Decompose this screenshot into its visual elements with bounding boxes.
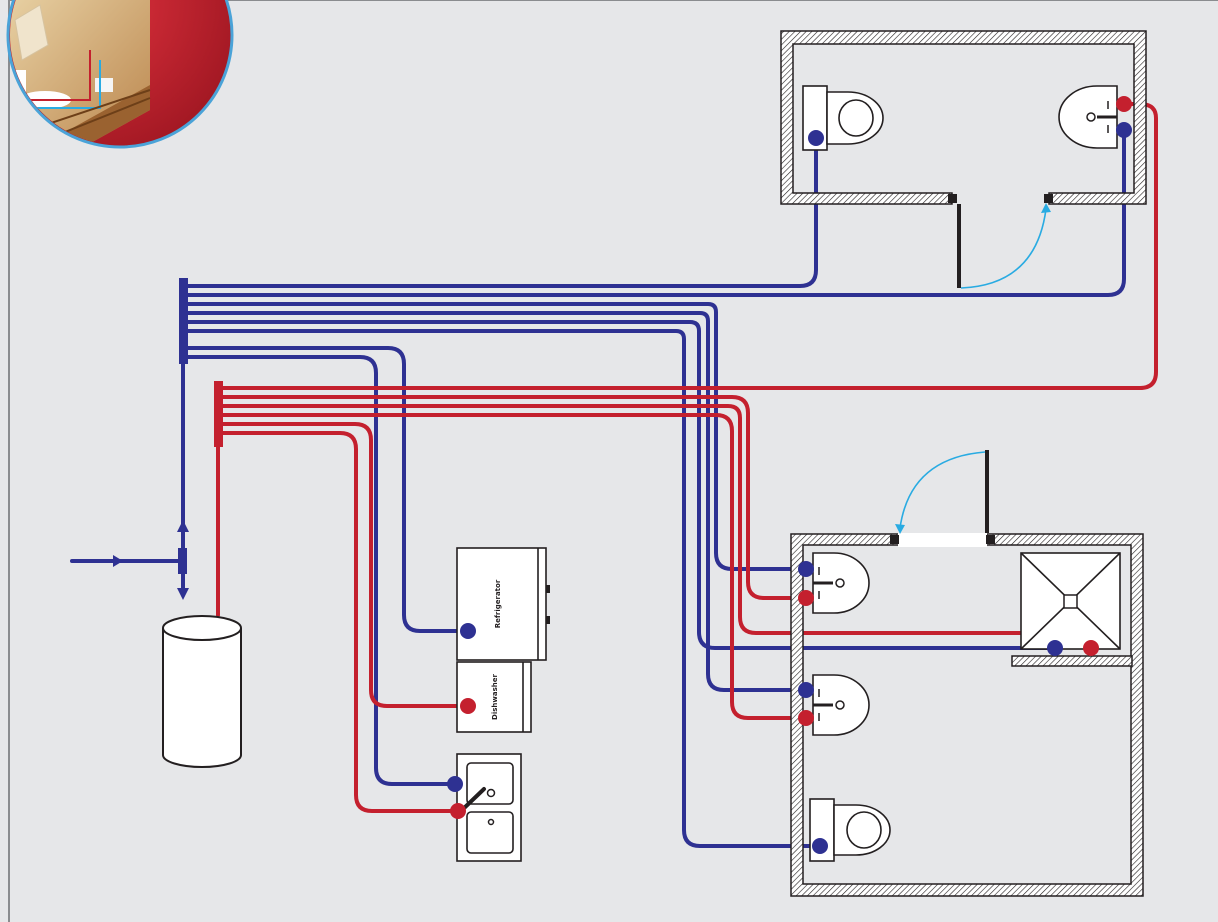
cold-connection-dot bbox=[808, 130, 824, 146]
door-stop-icon bbox=[986, 535, 995, 544]
pipe-kitchen-sink-hot bbox=[221, 431, 460, 813]
cold-connection-dot bbox=[460, 623, 476, 639]
cold-water-pipes bbox=[70, 128, 1126, 848]
refrigerator-label: Refrigerator bbox=[494, 579, 502, 628]
bathroom-thumbnail-icon bbox=[6, 0, 234, 149]
hot-connection-dot bbox=[460, 698, 476, 714]
pipe-shower-cold bbox=[186, 320, 1057, 650]
dishwasher-label: Dishwasher bbox=[491, 674, 499, 720]
pipe-basin-1-hot bbox=[221, 395, 808, 600]
flow-up-arrow-icon bbox=[177, 520, 189, 532]
door-swing-arc bbox=[960, 208, 1047, 289]
pipe-upper-basin-cold bbox=[186, 128, 1126, 297]
cold-connection-dot bbox=[1047, 640, 1063, 656]
door-hinge-icon bbox=[890, 535, 899, 544]
pipe-basin-2-hot bbox=[221, 413, 808, 720]
pipe-lower-toilet bbox=[186, 329, 822, 848]
flow-down-arrow-icon bbox=[177, 588, 189, 600]
cold-connection-dot bbox=[798, 682, 814, 698]
door-swing-arrow-icon bbox=[895, 524, 905, 534]
inlet-arrow-icon bbox=[113, 555, 123, 567]
door-swing-arrow-icon bbox=[1041, 203, 1051, 213]
shower-tray-icon bbox=[1020, 552, 1121, 650]
hot-connection-dot bbox=[1116, 96, 1132, 112]
lower-bathroom bbox=[790, 450, 1144, 897]
cold-connection-dot bbox=[798, 561, 814, 577]
hot-water-manifold bbox=[214, 381, 223, 447]
door-hinge-icon bbox=[948, 194, 957, 203]
pipe-dishwasher bbox=[221, 422, 470, 708]
washbasin-icon bbox=[812, 552, 870, 614]
hot-connection-dot bbox=[1083, 640, 1099, 656]
upper-bathroom bbox=[780, 30, 1147, 289]
tee-fitting bbox=[178, 548, 187, 574]
pipe-upper-toilet bbox=[186, 136, 818, 288]
hot-connection-dot bbox=[798, 590, 814, 606]
pipe-basin-2-cold bbox=[186, 311, 808, 692]
water-heater-icon bbox=[162, 615, 242, 768]
shower-partition bbox=[1011, 655, 1133, 667]
pipe-basin-1-cold bbox=[186, 302, 808, 571]
upper-door-opening bbox=[957, 196, 1045, 201]
hot-connection-dot bbox=[798, 710, 814, 726]
hot-connection-dot bbox=[450, 803, 466, 819]
lower-room-wall bbox=[790, 533, 1144, 897]
cold-connection-dot bbox=[447, 776, 463, 792]
lower-door-opening bbox=[898, 533, 987, 547]
washbasin-icon bbox=[812, 674, 870, 736]
washbasin-icon bbox=[1058, 85, 1118, 149]
cold-connection-dot bbox=[812, 838, 828, 854]
upper-room-wall bbox=[780, 30, 1147, 205]
door-stop-icon bbox=[1044, 194, 1053, 203]
cold-connection-dot bbox=[1116, 122, 1132, 138]
toilet-icon bbox=[802, 85, 884, 151]
dishwasher-icon: Dishwasher bbox=[456, 661, 532, 733]
kitchen-sink-icon bbox=[456, 753, 522, 862]
cold-water-manifold bbox=[179, 278, 188, 364]
connection-points bbox=[447, 96, 1132, 854]
door-swing-arc bbox=[899, 451, 986, 529]
diagram-frame bbox=[8, 0, 1218, 922]
pipe-upper-basin-hot bbox=[221, 102, 1158, 390]
pipe-refrigerator bbox=[186, 346, 470, 633]
refrigerator-icon: Refrigerator bbox=[456, 547, 550, 661]
pipe-kitchen-sink-cold bbox=[186, 355, 457, 786]
